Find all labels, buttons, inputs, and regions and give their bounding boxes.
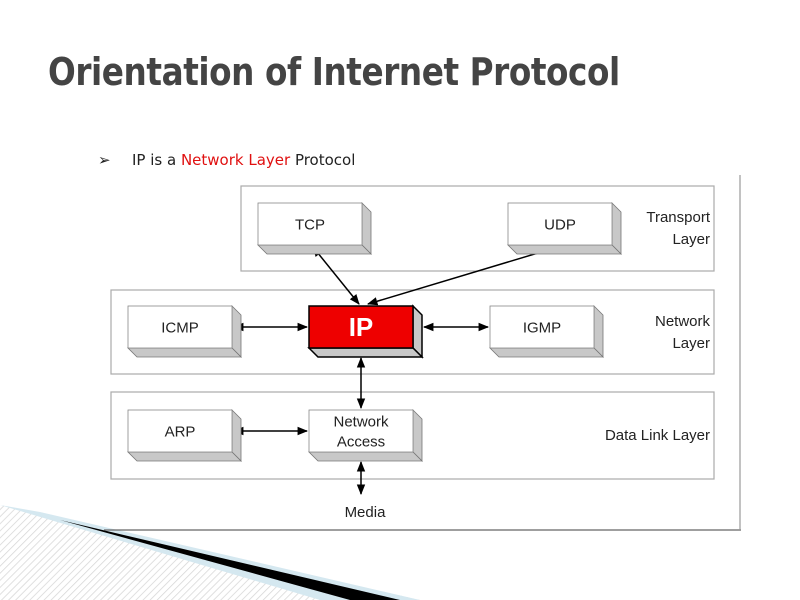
node-bottom [257,244,372,255]
layer-label-network: Network [655,313,711,330]
layer-label-transport: Layer [672,231,710,248]
node-label-netaccess: Network [333,413,389,430]
edge-ip-tcp [312,246,360,305]
media-label: Media [345,504,387,521]
bullet-point: ➢ IP is a Network Layer Protocol [98,151,355,169]
node-face [127,305,233,349]
node-label-udp: UDP [544,216,576,233]
node-label-igmp: IGMP [523,319,561,336]
node-face [489,305,595,349]
node-face [507,202,613,246]
node-bottom [127,347,242,358]
layer-label-network: Layer [672,335,710,352]
node-label-arp: ARP [165,423,196,440]
node-bottom [507,244,622,255]
node-face [257,202,363,246]
node-label-netaccess: Access [337,433,385,450]
node-udp: UDP [507,202,622,255]
node-icmp: ICMP [127,305,242,358]
node-label-ip: IP [349,312,374,342]
layer-label-datalink: Data Link Layer [605,427,710,444]
bullet-text-before: IP is a [132,151,181,169]
bullet-text-after: Protocol [290,151,356,169]
bullet-highlight: Network Layer [180,151,291,169]
node-tcp: TCP [257,202,372,255]
node-face [308,409,414,453]
node-label-tcp: TCP [295,216,325,233]
node-face [127,409,233,453]
black-stripe [60,520,400,600]
node-bottom [307,347,424,358]
node-ip: IP [307,304,424,359]
slide-title: Orientation of Internet Protocol [48,50,620,94]
arrow-bullet-icon: ➢ [98,151,111,169]
node-bottom [308,451,423,462]
edge-ip-udp [366,245,560,306]
node-bottom [489,347,604,358]
node-face [308,305,414,349]
light-blue-stripe [0,505,420,600]
node-igmp: IGMP [489,305,604,358]
layer-label-transport: Transport [646,209,710,226]
node-arp: ARP [127,409,242,462]
node-label-icmp: ICMP [161,319,199,336]
node-bottom [127,451,242,462]
